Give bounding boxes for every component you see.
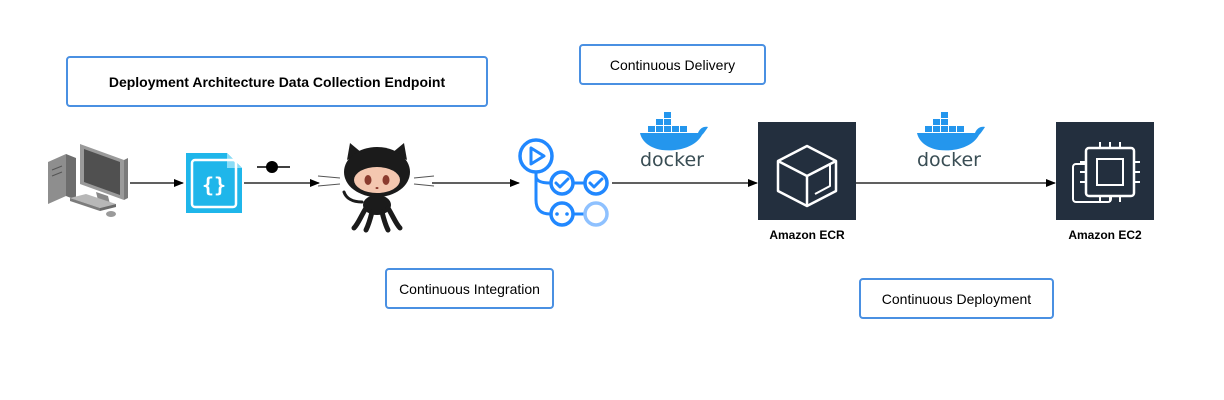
json-file-icon: {} <box>186 153 242 213</box>
github-octocat-icon <box>317 143 435 233</box>
docker-logo-icon: docker <box>917 112 985 171</box>
amazon-ec2-icon <box>1056 122 1154 220</box>
desktop-computer-icon <box>48 144 128 217</box>
diagram-title-text: Deployment Architecture Data Collection … <box>108 73 446 90</box>
stage-continuous-integration-text: Continuous Integration <box>399 280 540 297</box>
amazon-ecr-label: Amazon ECR <box>769 228 845 242</box>
stage-continuous-delivery: Continuous Delivery <box>579 44 766 85</box>
stage-continuous-integration: Continuous Integration <box>385 268 554 309</box>
amazon-ecr-icon <box>758 122 856 220</box>
interface-dot-icon <box>257 161 290 173</box>
docker-logo-icon: docker <box>640 112 708 171</box>
docker-text-1: docker <box>640 149 704 171</box>
docker-text-2: docker <box>917 149 981 171</box>
stage-continuous-delivery-text: Continuous Delivery <box>609 56 736 73</box>
github-actions-icon <box>518 138 609 227</box>
stage-continuous-deployment: Continuous Deployment <box>859 278 1054 319</box>
amazon-ec2-label: Amazon EC2 <box>1068 228 1142 242</box>
diagram-title: Deployment Architecture Data Collection … <box>66 56 488 107</box>
svg-text:{}: {} <box>202 173 226 197</box>
stage-continuous-deployment-text: Continuous Deployment <box>881 290 1032 307</box>
